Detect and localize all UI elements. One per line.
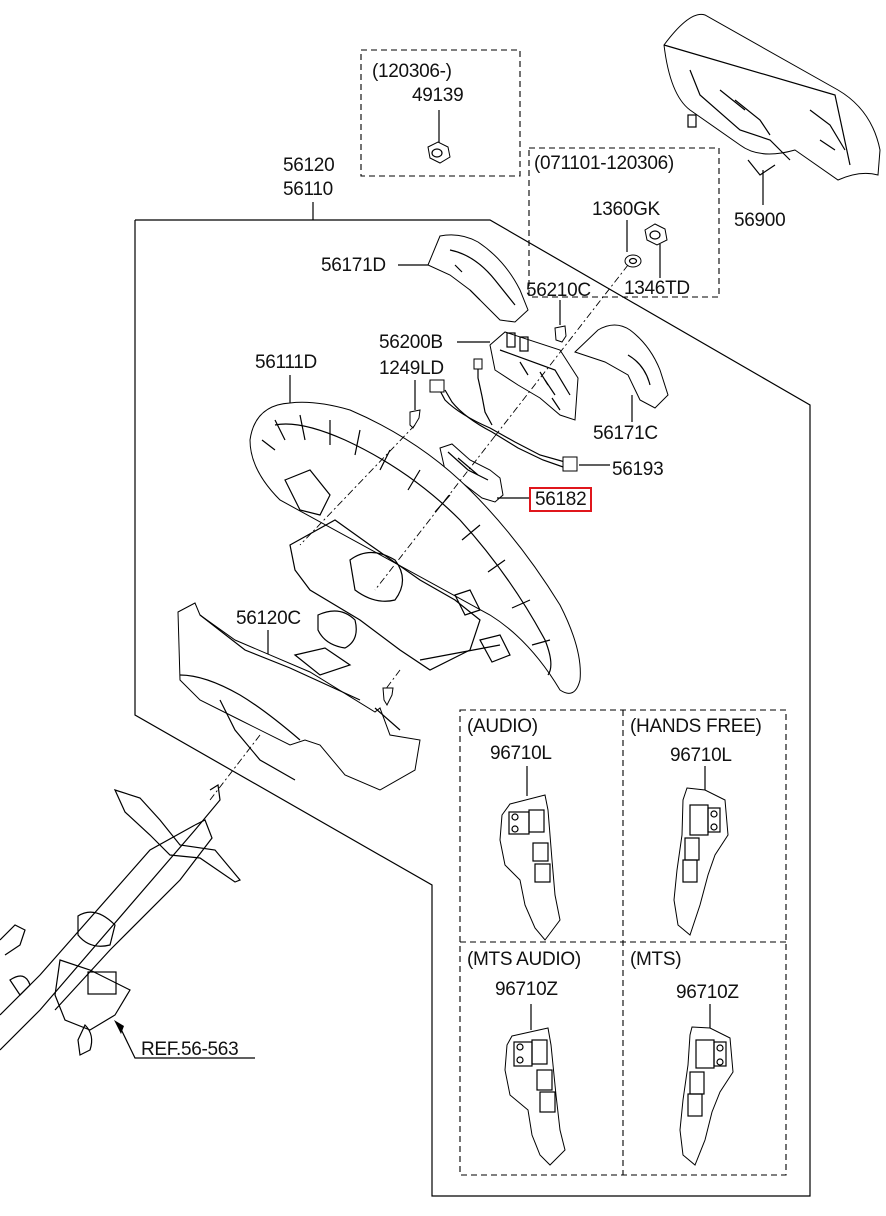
ref-arrow-icon	[114, 1020, 255, 1059]
steering-wheel-56111d-icon	[249, 264, 629, 694]
label-56110: 56110	[283, 179, 333, 200]
cover-56171d-icon	[398, 234, 529, 323]
box-120306	[360, 49, 521, 177]
assembly-frame	[134, 219, 811, 1197]
cover-56171c-icon	[574, 324, 669, 422]
switch-audio-icon	[499, 766, 561, 941]
nut-1346td-icon	[644, 223, 668, 278]
harness-56193-icon	[429, 358, 610, 472]
label-1346td: 1346TD	[624, 278, 690, 299]
variant-audio-part: 96710L	[490, 743, 552, 764]
bolt-1249ld-icon	[409, 380, 421, 429]
variant-hands-free-part: 96710L	[670, 745, 732, 766]
steering-column-icon	[0, 783, 241, 1056]
label-56182-highlighted[interactable]: 56182	[529, 487, 593, 512]
label-1360gk: 1360GK	[592, 199, 660, 220]
variant-mts-audio-part: 96710Z	[495, 979, 558, 1000]
label-56200b: 56200B	[379, 332, 443, 353]
box-071101-120306	[528, 147, 720, 298]
airbag-module-56900-icon	[663, 13, 881, 205]
variant-mts-name: (MTS)	[630, 949, 682, 970]
switch-mts-icon	[679, 1004, 734, 1166]
variant-mts-audio-name: (MTS AUDIO)	[467, 949, 581, 970]
label-56120c: 56120C	[236, 608, 301, 629]
lower-cover-56120c-icon	[177, 602, 421, 801]
box-a-note: (120306-)	[372, 61, 452, 82]
switch-module-56200b-icon	[457, 331, 579, 421]
nut-49139-icon	[427, 110, 451, 164]
label-1249ld: 1249LD	[379, 358, 444, 379]
washer-1360gk-icon	[624, 220, 642, 268]
box-b-note: (071101-120306)	[534, 153, 674, 174]
label-ref-56-563[interactable]: REF.56-563	[141, 1039, 239, 1060]
label-56120: 56120	[283, 155, 335, 176]
screw-56210c-icon	[554, 300, 567, 343]
label-56193: 56193	[612, 459, 664, 480]
switch-hands-free-icon	[673, 766, 729, 936]
label-56900: 56900	[734, 210, 786, 231]
switch-mts-audio-icon	[504, 1004, 566, 1166]
label-56210c: 56210C	[526, 280, 591, 301]
label-56171c: 56171C	[593, 423, 658, 444]
variant-hands-free-name: (HANDS FREE)	[630, 716, 762, 737]
variant-mts-part: 96710Z	[676, 982, 739, 1003]
label-56111d: 56111D	[255, 352, 317, 373]
label-56171d: 56171D	[321, 255, 386, 276]
label-49139: 49139	[412, 85, 464, 106]
variant-audio-name: (AUDIO)	[467, 716, 538, 737]
